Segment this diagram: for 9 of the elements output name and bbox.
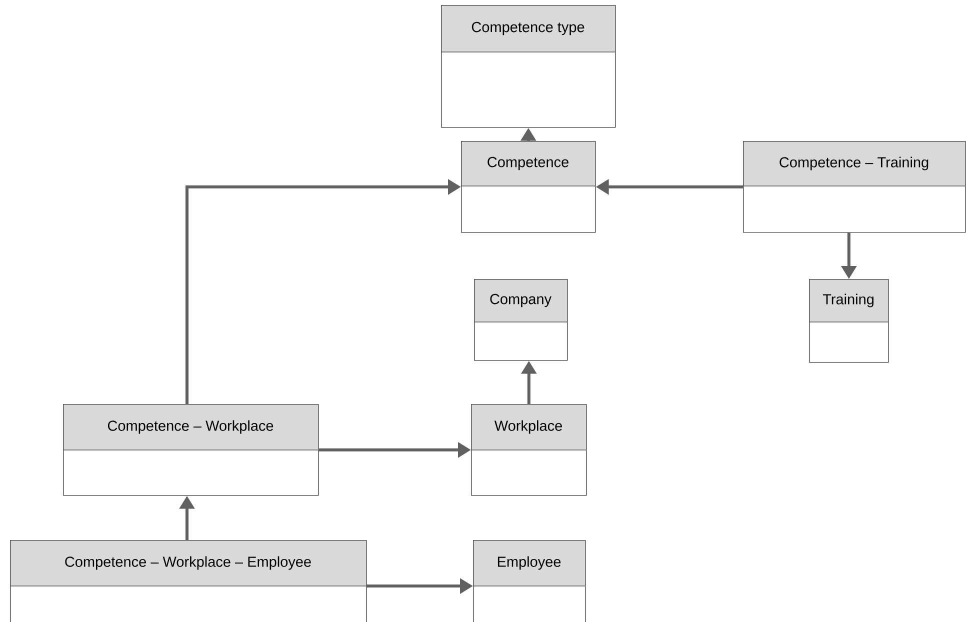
class-box: Employee: [472, 540, 586, 622]
class-box: Competence: [460, 141, 596, 233]
class-box: Competence – Workplace – Employee: [10, 540, 367, 622]
class-box: Training: [808, 279, 889, 363]
class-box: Competence – Training: [742, 141, 966, 233]
class-box: Company: [474, 279, 568, 361]
class-box: Competence type: [440, 5, 616, 128]
class-box: Workplace: [470, 404, 587, 496]
class-box: Competence – Workplace: [62, 404, 319, 496]
